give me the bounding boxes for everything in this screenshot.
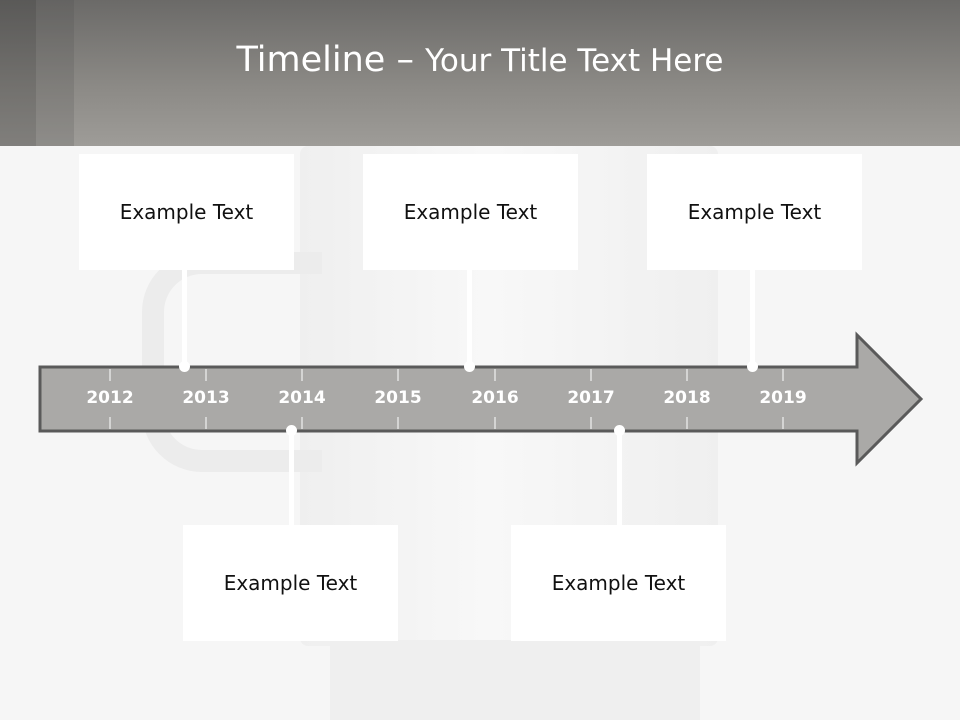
callout-connector (617, 431, 622, 526)
title-dash: – (396, 40, 414, 80)
year-labels: 2012 2013 2014 2015 2016 2017 2018 2019 (86, 388, 806, 408)
callout-connector (750, 270, 755, 367)
callout-box-5: Example Text (647, 154, 862, 270)
title-banner (0, 0, 960, 146)
callout-text: Example Text (223, 571, 358, 595)
year-label-2015: 2015 (374, 388, 421, 408)
callout-box-1: Example Text (79, 154, 294, 270)
callout-marker-dot (614, 425, 625, 436)
slide-title: Timeline – Your Title Text Here (0, 40, 960, 80)
year-label-2018: 2018 (663, 388, 710, 408)
year-label-2013: 2013 (182, 388, 229, 408)
callout-connector (467, 270, 472, 367)
callout-box-3: Example Text (363, 154, 578, 270)
callout-marker-dot (286, 425, 297, 436)
callout-text: Example Text (551, 571, 686, 595)
year-label-2017: 2017 (567, 388, 614, 408)
year-ticks (109, 369, 784, 429)
callout-marker-dot (179, 361, 190, 372)
timeline-arrow-body (38, 331, 924, 467)
title-main: Timeline (236, 40, 386, 80)
banner-accent-strip (0, 0, 36, 146)
callout-connector (182, 270, 187, 367)
year-label-2012: 2012 (86, 388, 133, 408)
callout-box-2: Example Text (183, 525, 398, 641)
banner-accent-strip (36, 0, 74, 146)
year-label-2019: 2019 (759, 388, 806, 408)
year-label-2016: 2016 (471, 388, 518, 408)
callout-marker-dot (747, 361, 758, 372)
title-subtitle: Your Title Text Here (425, 43, 724, 79)
callout-connector (289, 431, 294, 526)
callout-text: Example Text (403, 200, 538, 224)
callout-text: Example Text (119, 200, 254, 224)
callout-box-4: Example Text (511, 525, 726, 641)
callout-text: Example Text (687, 200, 822, 224)
background-table-surface (330, 640, 700, 720)
year-label-2014: 2014 (278, 388, 325, 408)
callout-marker-dot (464, 361, 475, 372)
